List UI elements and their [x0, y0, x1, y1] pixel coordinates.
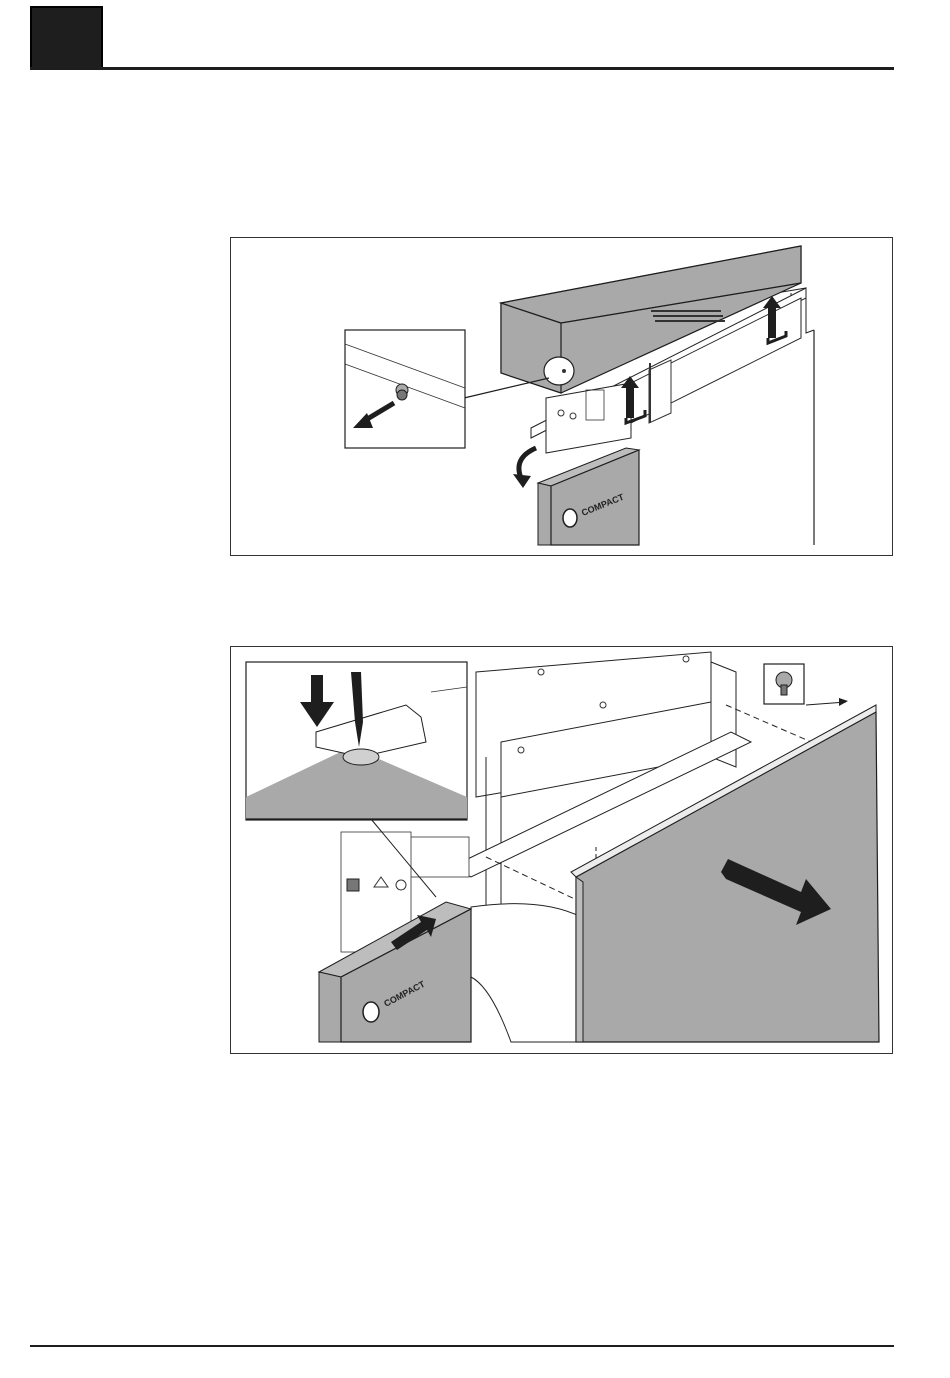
chapter-marker-block	[30, 6, 103, 70]
header-rule	[30, 67, 894, 70]
remove-top-cover-diagram: COMPACT	[231, 238, 892, 555]
footer-rule	[30, 1345, 894, 1347]
remove-side-panel-diagram: COMPACT	[231, 647, 892, 1053]
figure-remove-side-panel: COMPACT	[230, 646, 893, 1054]
figure-remove-top-cover: COMPACT	[230, 237, 893, 556]
